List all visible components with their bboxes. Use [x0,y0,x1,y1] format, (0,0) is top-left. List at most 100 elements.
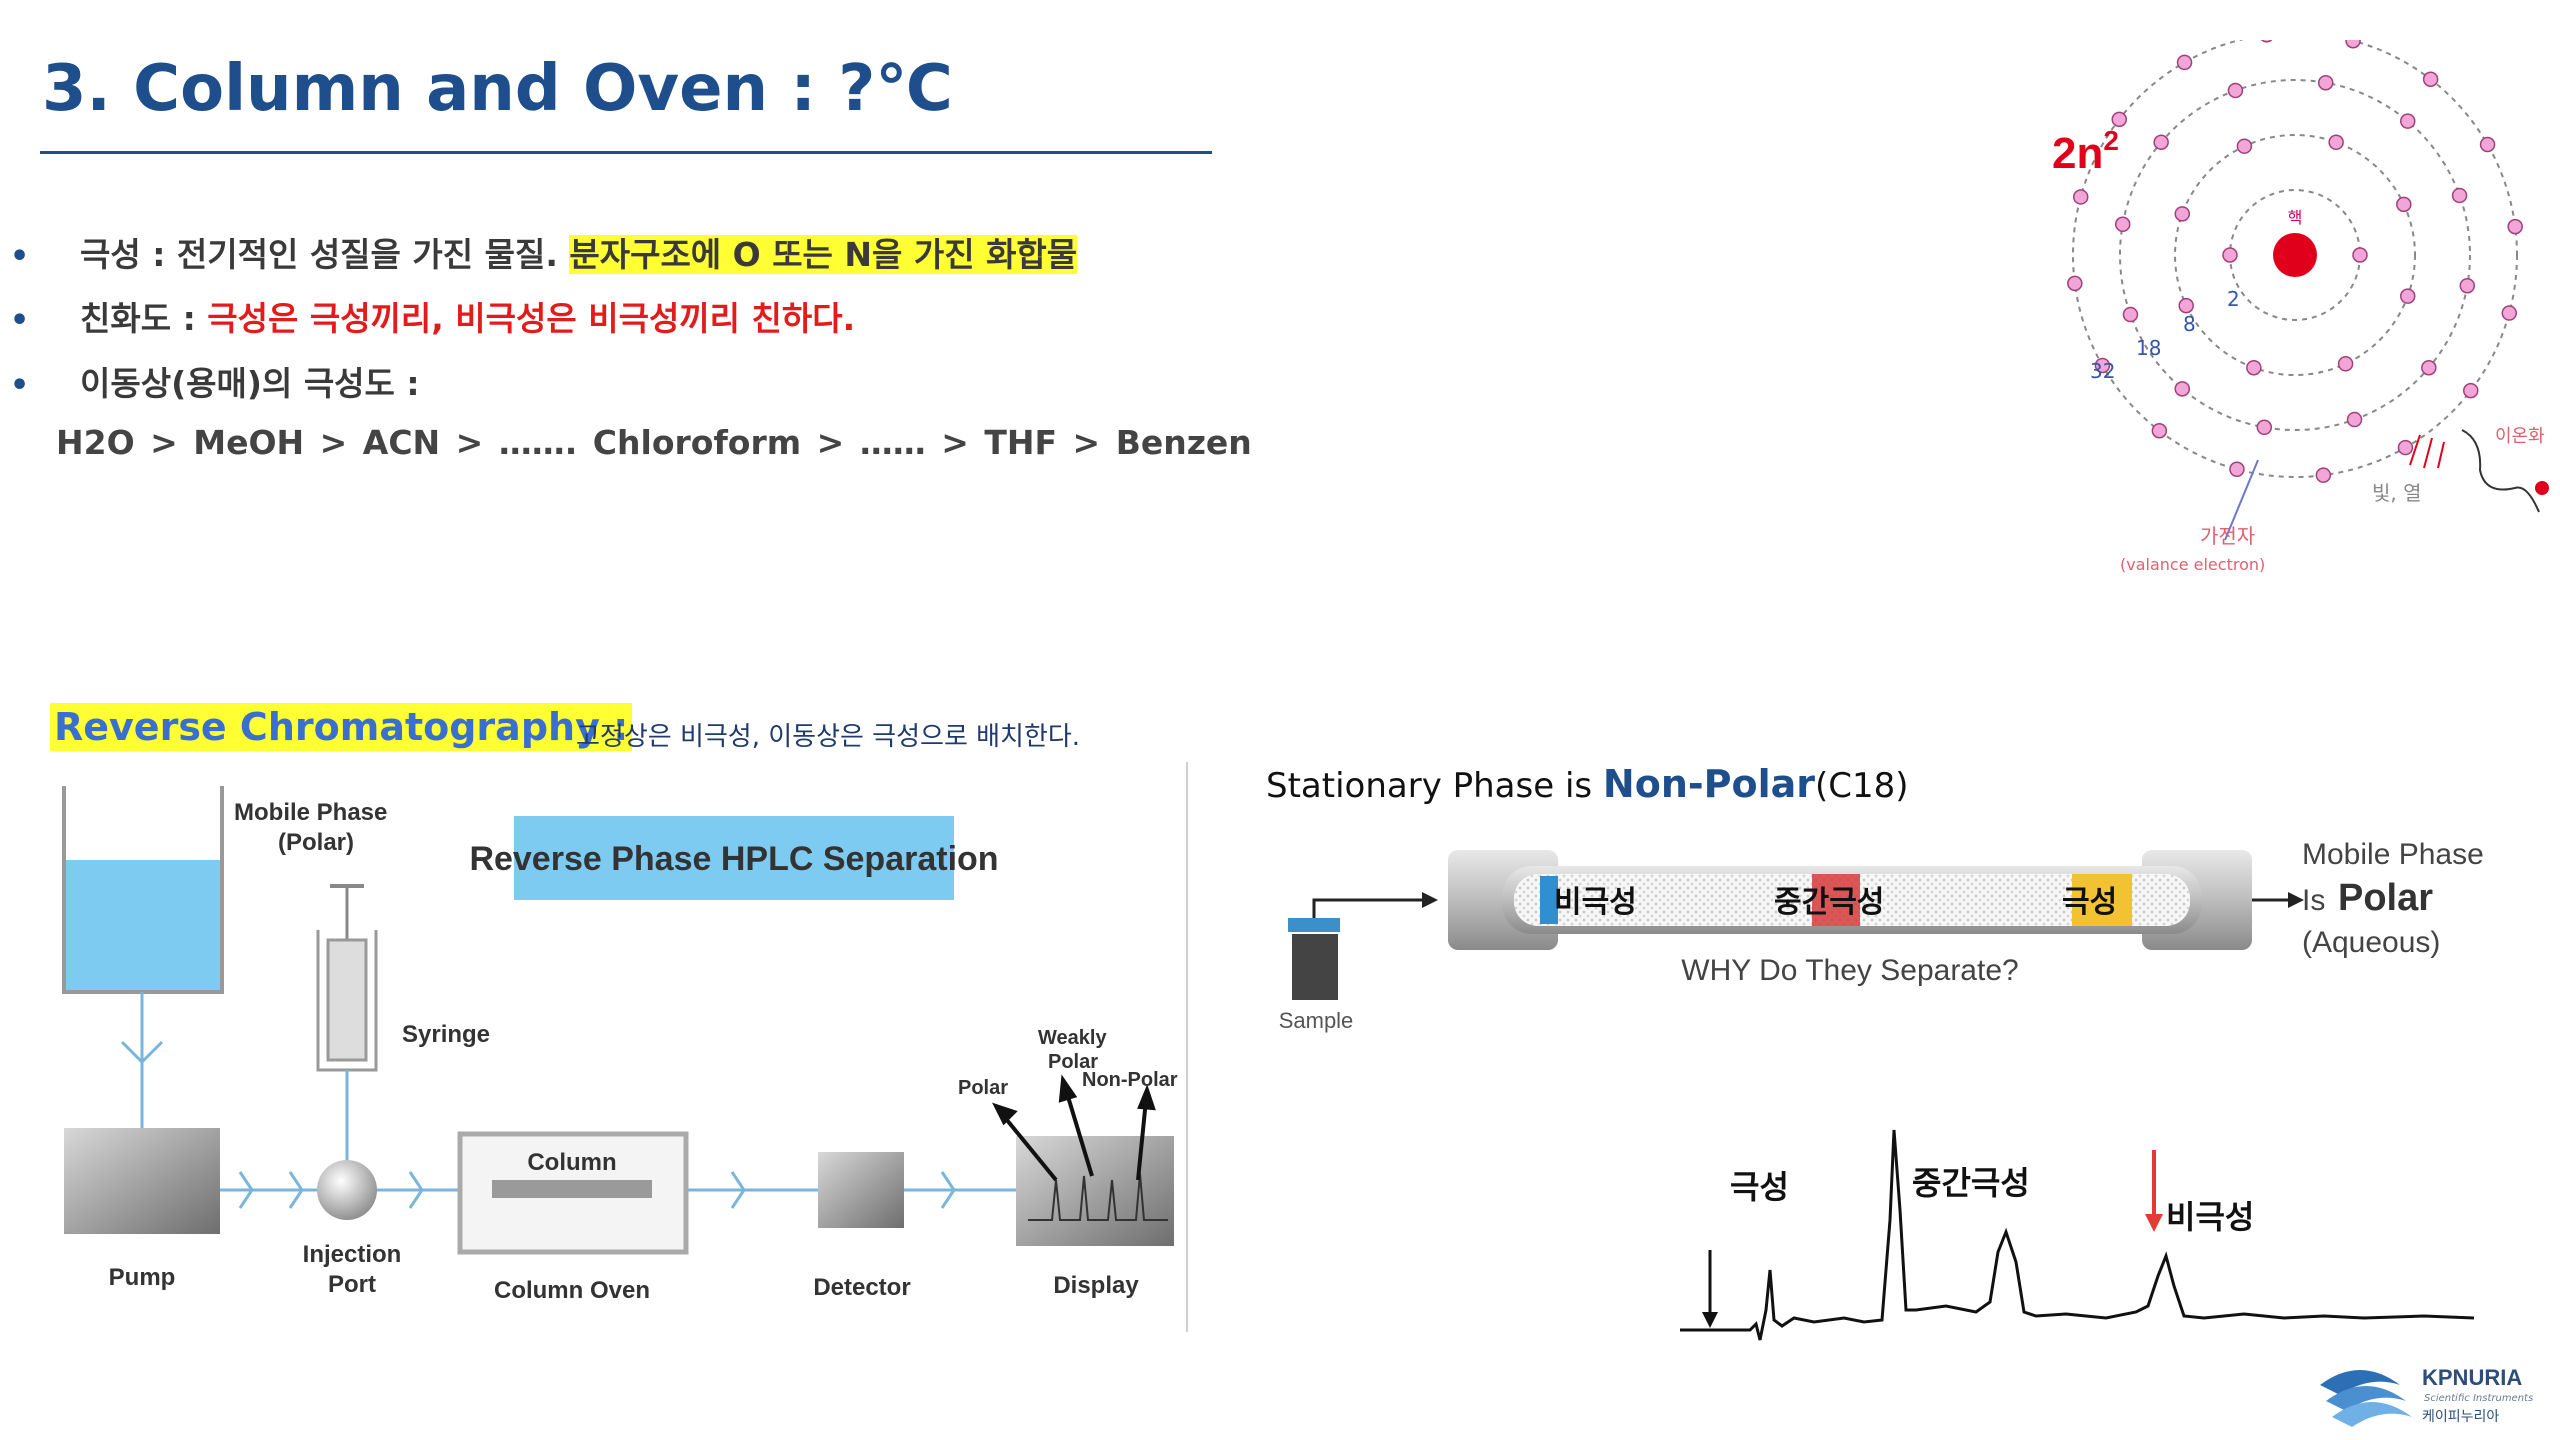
electron [2459,277,2476,294]
electron [2094,357,2111,374]
band-polar [2072,874,2132,926]
display-arrows [992,1074,1156,1182]
title-divider [40,151,1212,154]
peak-polar-label: 극성 [1730,1168,1789,1206]
electron [2507,218,2523,235]
separation-column: Sample 비극성 중간극성 극성 WHY Do They Separate?… [1279,838,2484,1033]
logo-korean: 케이피누리아 [2422,1409,2499,1425]
bullet-polarity: •극성 : 전기적인 성질을 가진 물질. 분자구조에 O 또는 N을 가진 화… [10,228,1078,276]
bullet-marker: • [10,368,30,403]
electron [2178,297,2194,314]
vertical-divider [1186,762,1188,1332]
column-body [492,1180,652,1198]
header-nonpolar: Non-Polar [1602,762,1816,806]
polar-label: Polar [958,1077,1008,1099]
electron [2174,206,2191,222]
electron [2176,54,2193,71]
nonpolar-label: Non-Polar [1082,1069,1178,1091]
page-title: 3. Column and Oven : ?℃ [42,52,953,126]
valence-pointer [2224,459,2259,541]
red-text: 극성은 극성끼리, 비극성은 비극성끼리 친하다. [207,299,856,338]
bullet-text: 극성 : 전기적인 성질을 가진 물질. [80,235,558,274]
formula-2n2: 2n2 [2052,125,2119,178]
electron [2501,305,2518,321]
logo-name: KPNURIA [2422,1365,2522,1390]
hplc-banner: Reverse Phase HPLC Separation [469,840,998,878]
electron [2399,113,2416,129]
electron [2153,134,2169,151]
shell-number: 18 [2136,336,2161,360]
syringe-barrel [326,938,368,1062]
electron [2345,40,2361,49]
solvent-order: H2O > MeOH > ACN > ……. Chloroform > …… >… [56,423,1252,462]
logo-wave [2332,1402,2412,1427]
chromatogram: 극성 중간극성 비극성 [1680,1129,2475,1341]
shell-ring [2072,40,2518,478]
hplc-diagram: Mobile Phase (Polar) Reverse Phase HPLC … [62,786,1178,1304]
mp-is: Is [2302,884,2325,917]
nonpolar-arrowhead [2145,1214,2163,1232]
ionize-label: 이온화 [2495,426,2545,447]
electron [2352,247,2368,263]
display-label: Display [1053,1272,1139,1299]
band-mid-label: 중간극성 [1774,885,1884,920]
outlet-arrowhead [2288,892,2304,908]
bullet-affinity: • 친화도 : 극성은 극성끼리, 비극성은 비극성끼리 친하다. [10,292,855,340]
mobile-phase-label: Mobile Phase [234,799,387,826]
electron [2317,74,2334,91]
flow-arrow [120,1040,164,1065]
electron [2222,247,2238,263]
electron [2421,359,2437,376]
sample-vial [1292,934,1338,1000]
electron [2246,359,2262,376]
shell-number: 2 [2227,287,2240,311]
chromatogram-trace [1680,1129,2475,1341]
detector-label: Detector [813,1274,910,1301]
shell-ring [2119,79,2471,431]
pump-box [64,1128,220,1234]
bullet-solvent: •이동상(용매)의 극성도 : [10,357,420,405]
sample-label: Sample [1279,1008,1354,1033]
sample-line [1312,898,1422,918]
bullet-marker: • [10,239,30,274]
header-suffix: (C18) [1815,766,1909,806]
electron [2328,134,2344,151]
bullet-text: 친화도 : [80,299,196,338]
band-polar-label: 극성 [2062,885,2117,920]
electron [2151,422,2168,439]
peak-nonpolar-label: 비극성 [2166,1198,2254,1236]
electron [2072,189,2089,205]
sample-cap [1288,918,1340,932]
electron [2256,419,2273,436]
flow-chevrons [238,1171,956,1209]
bullet-marker: • [10,303,30,338]
port-label: Port [328,1271,376,1298]
display-box [1016,1136,1174,1246]
electron [2227,82,2244,99]
mobile-phase-sub: (Polar) [278,829,354,856]
mp-line1: Mobile Phase [2302,838,2484,871]
why-label: WHY Do They Separate? [1681,954,2018,987]
light-arrows [2409,434,2445,469]
electron [2462,382,2479,399]
electron-group [2067,40,2523,483]
detector-box [818,1152,904,1228]
hplc-banner-bg [514,816,954,900]
weakly-polar-label: Polar [1048,1051,1098,1073]
electron [2122,306,2139,323]
electron [2067,275,2083,292]
electron [2174,381,2191,397]
electron [2114,216,2131,233]
shell-ring [2174,134,2416,376]
shell-number: 32 [2090,359,2115,383]
electron [2451,187,2468,204]
injection-label: Injection [303,1241,402,1268]
electron [2315,467,2332,483]
column-oven-label: Column Oven [494,1277,650,1304]
header-prefix: Stationary Phase is [1266,766,1593,806]
stationary-phase-header: Stationary Phase is Non-Polar(C18) [1266,762,1909,806]
electron [2422,71,2439,88]
logo-wave [2320,1370,2400,1395]
column-label: Column [527,1149,616,1176]
valence-sub: (valance electron) [2120,555,2265,574]
